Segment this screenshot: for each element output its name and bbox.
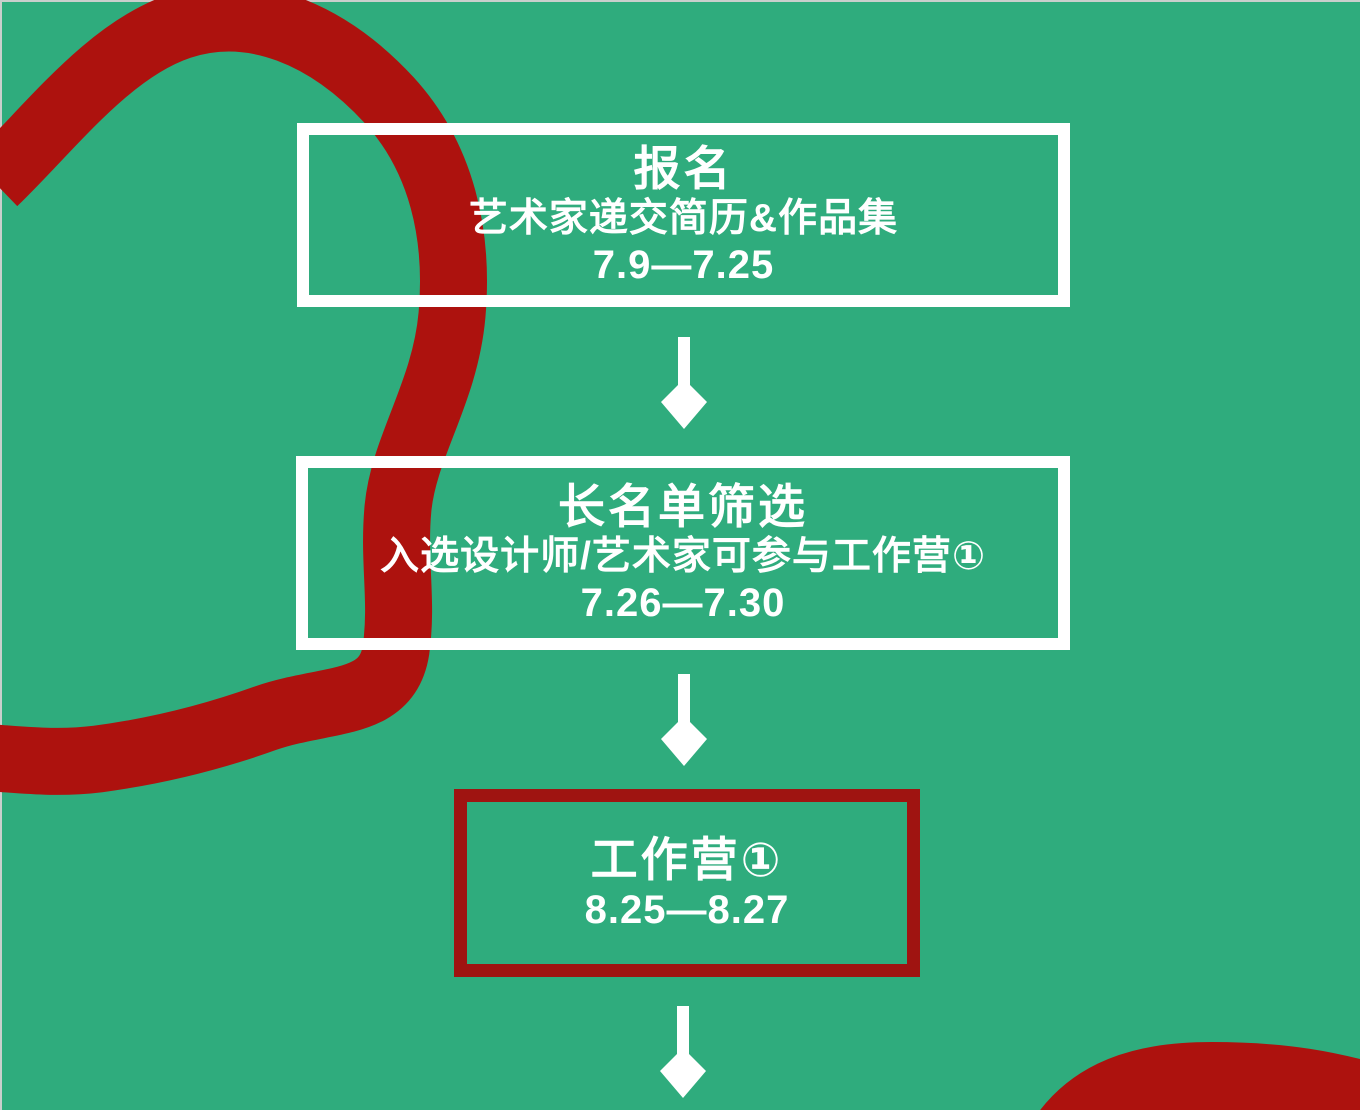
screenshot-left-edge [0, 0, 2, 1110]
flow-step-signup: 报名 艺术家递交简历&作品集 7.9—7.25 [297, 123, 1070, 307]
longlist-subtitle: 入选设计师/艺术家可参与工作营① [380, 535, 986, 579]
longlist-title: 长名单筛选 [558, 479, 808, 533]
flow-step-workshop: 工作营① 8.25—8.27 [454, 789, 920, 977]
down-arrow-icon [661, 337, 707, 429]
ribbon-main-curve [0, 0, 487, 795]
screenshot-top-edge [0, 0, 1360, 2]
longlist-dates: 7.26—7.30 [580, 580, 786, 625]
signup-dates: 7.9—7.25 [592, 242, 775, 287]
down-arrow-icon [660, 1006, 706, 1098]
down-arrow-icon [661, 674, 707, 766]
workshop-title: 工作营① [590, 832, 784, 886]
signup-title: 报名 [633, 141, 734, 195]
workshop-dates: 8.25—8.27 [584, 888, 790, 933]
ribbon-bottom-right-arc [1042, 1041, 1360, 1110]
signup-subtitle: 艺术家递交简历&作品集 [468, 197, 899, 241]
flow-step-longlist: 长名单筛选 入选设计师/艺术家可参与工作营① 7.26—7.30 [296, 456, 1070, 650]
